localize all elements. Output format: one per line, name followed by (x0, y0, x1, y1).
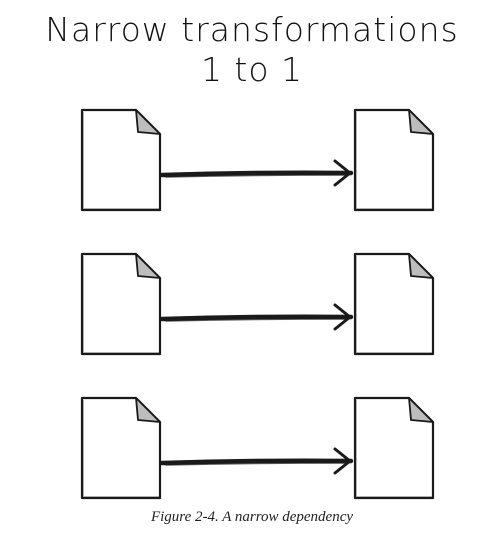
file-fold (408, 397, 434, 423)
source-file-icon (80, 396, 162, 500)
file-page (80, 252, 162, 356)
file-page (353, 252, 435, 356)
arrow-shaft-texture (165, 462, 346, 466)
arrow-shaft-texture (165, 318, 346, 322)
file-page (80, 108, 162, 212)
source-file-icon (80, 252, 162, 356)
arrow-head (333, 303, 352, 331)
dependency-arrow (159, 447, 354, 475)
file-page (353, 396, 435, 500)
file-fold (135, 397, 161, 423)
dependency-arrow (159, 303, 354, 331)
file-sketch-line (82, 400, 159, 498)
file-sketch-line (355, 256, 432, 354)
file-sketch-line (355, 400, 432, 498)
arrow-shaft (159, 458, 354, 466)
diagram-title: Narrow transformations (45, 10, 459, 49)
target-file-icon (353, 108, 435, 212)
file-sketch-line (355, 112, 432, 210)
file-sketch-line (82, 256, 159, 354)
file-fold (135, 253, 161, 279)
arrow-shaft (159, 314, 354, 322)
arrow-shaft-texture (165, 174, 346, 178)
figure-caption: Figure 2-4. A narrow dependency (150, 509, 354, 525)
file-fold (408, 109, 434, 135)
target-file-icon (353, 396, 435, 500)
arrow-head (333, 447, 352, 475)
arrow-shaft (159, 170, 354, 178)
file-page (353, 108, 435, 212)
diagram-subtitle: 1 to 1 (200, 50, 304, 89)
file-fold (135, 109, 161, 135)
dependency-arrow (159, 159, 354, 187)
file-page (80, 396, 162, 500)
file-sketch-line (82, 112, 159, 210)
source-file-icon (80, 108, 162, 212)
target-file-icon (353, 252, 435, 356)
arrow-head (333, 159, 352, 187)
file-fold (408, 253, 434, 279)
